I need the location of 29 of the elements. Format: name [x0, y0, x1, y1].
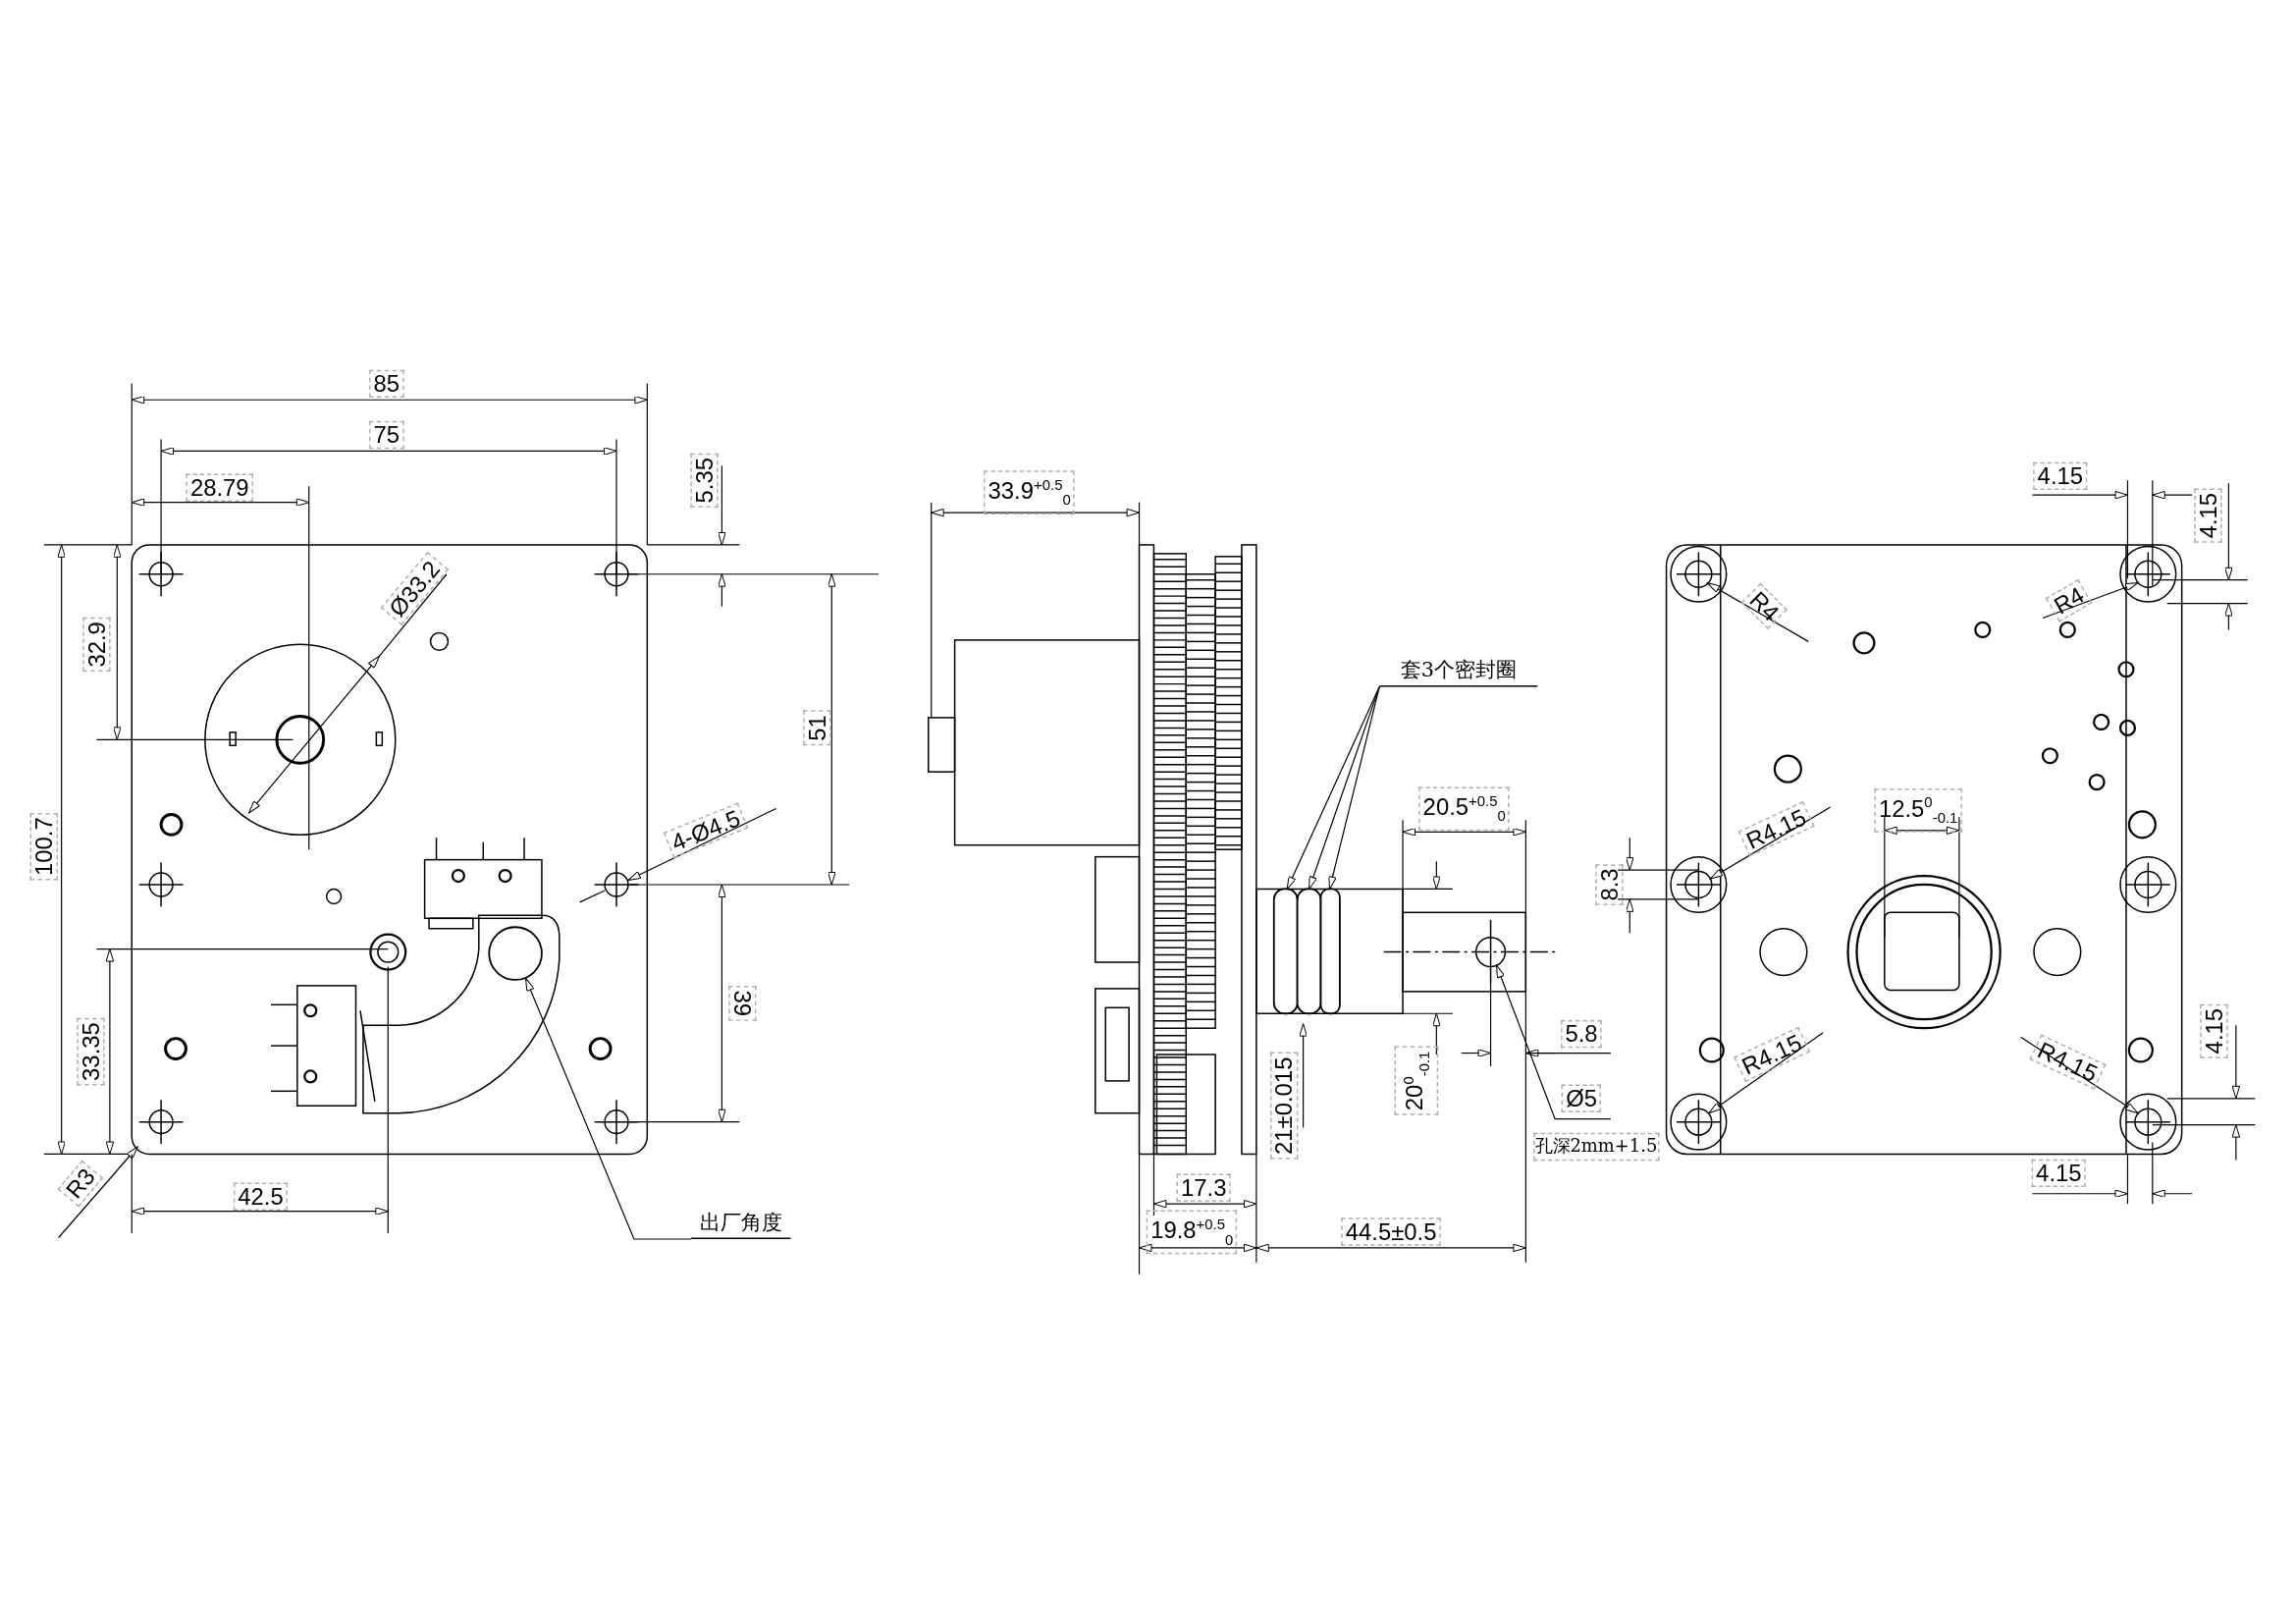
dimension-label: 33.35 — [77, 1017, 105, 1086]
dimension-label: 4.15 — [2031, 1159, 2087, 1188]
dimension-label: 85 — [369, 369, 404, 398]
dimension-label: 孔深2mm+1.5 — [1533, 1132, 1659, 1162]
dimension-label: 28.79 — [186, 473, 254, 502]
seal-ring — [1319, 888, 1341, 1015]
dimension-label: R4.15 — [2029, 1034, 2107, 1090]
dimension-label: 5.35 — [690, 453, 719, 508]
dimension-label: Ø5 — [1561, 1084, 1602, 1112]
dimension-label: 42.5 — [233, 1182, 289, 1211]
seal-ring — [1272, 888, 1299, 1015]
dimension-label: 4.15 — [2033, 461, 2088, 490]
dimension-label: 17.3 — [1176, 1173, 1231, 1202]
dimension-label: R4 — [2045, 578, 2093, 622]
cam-hole — [488, 926, 543, 981]
seal-ring — [1296, 888, 1322, 1015]
leader-line — [524, 977, 692, 1240]
note-text: 套3个密封圈 — [1379, 654, 1538, 687]
leader-line — [1286, 686, 1380, 891]
dimension-label: 5.8 — [1561, 1020, 1603, 1049]
leader-line — [1328, 686, 1380, 891]
dimension-label: 100.7 — [29, 812, 58, 881]
dimension-label: 32.9 — [82, 617, 111, 673]
dimension-label: R4.15 — [1734, 1026, 1810, 1083]
dimension-label: 39 — [728, 986, 757, 1021]
dimension-label: 21±0.015 — [1270, 1053, 1299, 1160]
note-text: 出厂角度 — [691, 1207, 791, 1239]
dimension-label: R4 — [1740, 582, 1789, 630]
dimension-label: 75 — [369, 420, 404, 450]
